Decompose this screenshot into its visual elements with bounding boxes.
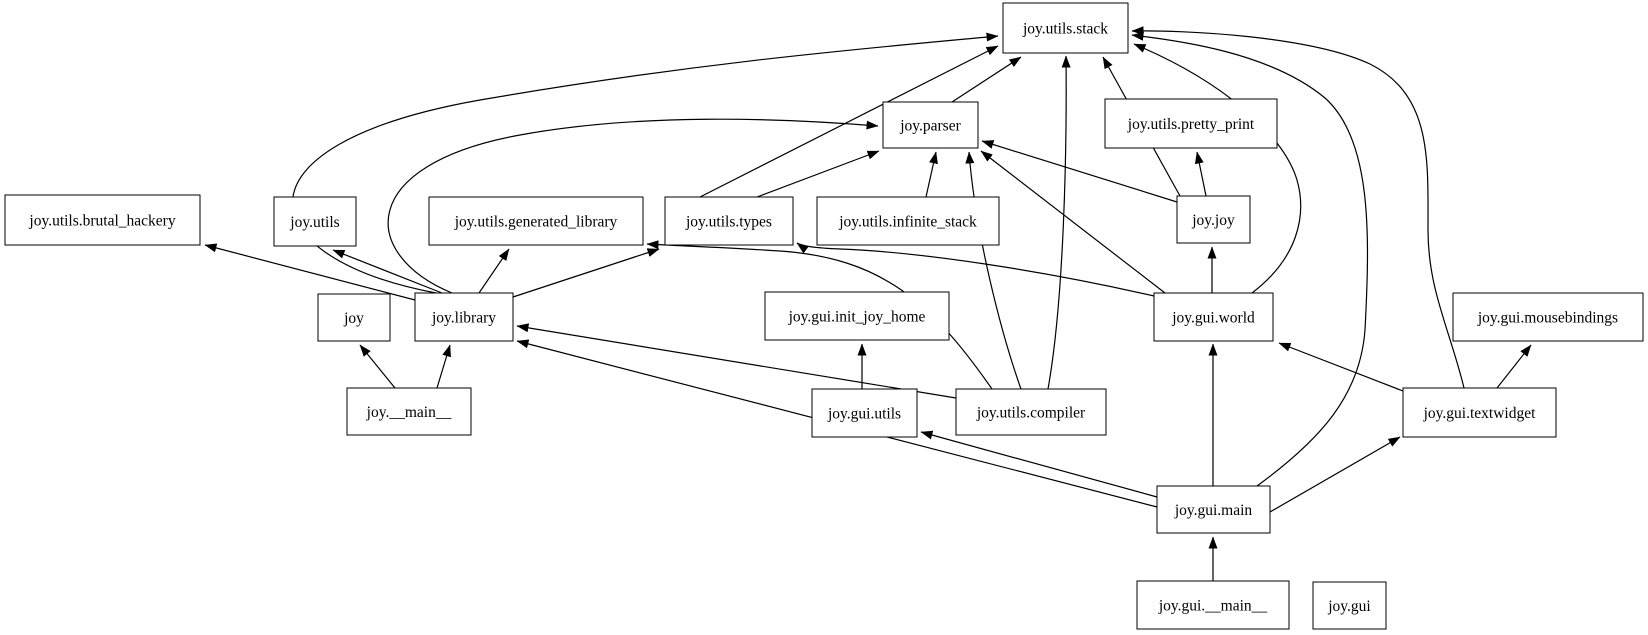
edge-joy-gui-main-to-joy-gui-textwidget <box>1269 436 1401 513</box>
edge-joy-library-to-joy-utils-types <box>512 248 660 298</box>
node-box-joy-gui-world <box>1153 292 1274 342</box>
node-joy-parser: joy.parser <box>882 101 979 149</box>
node-box-joy-utils-types <box>664 196 794 246</box>
node-box-joy-joy <box>1176 195 1251 244</box>
node-box-joy-utils-pretty-print <box>1104 98 1278 149</box>
node-joy-utils: joy.utils <box>273 196 357 247</box>
edge-joy-parser-to-joy-utils-stack <box>951 56 1022 103</box>
node-box-joy-gui <box>1312 581 1387 630</box>
edge-joy-library-to-joy-utils <box>332 249 443 294</box>
node-box-joy-gui-init-joy-home <box>764 291 950 341</box>
node-box-joy-gui-mousebindings <box>1452 292 1644 342</box>
node-label-joy-utils-stack: joy.utils.stack <box>1022 20 1108 37</box>
node-label-joy-joy: joy.joy <box>1191 212 1235 229</box>
node-box-joy-utils-generated-library <box>428 196 644 246</box>
node-label-joy-utils-compiler: joy.utils.compiler <box>976 404 1086 421</box>
edge-joy-utils-compiler-to-joy-utils-stack <box>1047 55 1071 390</box>
node-label-joy-gui-textwidget: joy.gui.textwidget <box>1423 405 1536 422</box>
edge-joy-gui-textwidget-to-joy-gui-world <box>1278 342 1404 392</box>
edge-joy-gui-world-to-joy-utils-types <box>796 242 1155 297</box>
node-box-joy-main <box>346 387 472 436</box>
node-label-joy-utils-pretty-print: joy.utils.pretty_print <box>1127 116 1255 133</box>
node-box-joy-gui-main <box>1156 485 1271 534</box>
node-label-joy-gui-utils: joy.gui.utils <box>827 405 901 422</box>
node-label-joy-utils-generated-library: joy.utils.generated_library <box>454 213 618 230</box>
node-label-joy-gui-world: joy.gui.world <box>1171 309 1255 326</box>
node-joy-gui-utils: joy.gui.utils <box>811 388 918 438</box>
edge-joy-gui-textwidget-to-joy-utils-stack <box>1131 26 1465 389</box>
edge-joy-utils-types-to-joy-parser <box>756 150 880 198</box>
node-joy-gui: joy.gui <box>1312 581 1387 630</box>
node-label-joy-utils-brutal-hackery: joy.utils.brutal_hackery <box>28 212 175 229</box>
node-joy: joy <box>317 293 391 342</box>
node-box-joy-gui-textwidget <box>1402 387 1557 438</box>
edge-joy-main-to-joy-library <box>436 344 451 389</box>
node-label-joy-utils-infinite-stack: joy.utils.infinite_stack <box>838 213 977 230</box>
edge-joy-library-to-joy-utils-brutal-hackery <box>204 243 416 301</box>
node-box-joy-gui-utils <box>811 388 918 438</box>
node-joy-gui-textwidget: joy.gui.textwidget <box>1402 387 1557 438</box>
node-label-joy-utils: joy.utils <box>289 214 339 231</box>
node-joy-library: joy.library <box>414 292 514 342</box>
node-box-joy-gui-main-module <box>1136 580 1290 630</box>
node-label-joy-main: joy.__main__ <box>366 404 452 421</box>
node-label-joy-gui: joy.gui <box>1327 598 1371 615</box>
node-label-joy-gui-main-module: joy.gui.__main__ <box>1158 597 1268 614</box>
node-box-joy-utils-infinite-stack <box>816 196 1000 246</box>
edge-joy-utils-types-to-joy-utils-stack <box>699 45 999 198</box>
edge-joy-gui-world-to-joy-parser <box>980 150 1166 294</box>
node-label-joy-gui-mousebindings: joy.gui.mousebindings <box>1477 309 1618 326</box>
node-label-joy-utils-types: joy.utils.types <box>685 213 772 230</box>
edge-joy-library-to-joy-utils-stack <box>292 32 999 294</box>
node-joy-utils-stack: joy.utils.stack <box>1002 2 1129 54</box>
node-box-joy-parser <box>882 101 979 149</box>
node-box-joy-library <box>414 292 514 342</box>
node-label-joy-parser: joy.parser <box>899 117 961 134</box>
edge-joy-gui-main-to-joy-utils-stack <box>1131 31 1369 487</box>
edge-joy-joy-to-joy-utils-pretty-print <box>1194 151 1207 197</box>
node-joy-joy: joy.joy <box>1176 195 1251 244</box>
edge-joy-library-to-joy-parser <box>387 118 879 294</box>
node-label-joy: joy <box>343 310 364 327</box>
node-box-joy-utils-stack <box>1002 2 1129 54</box>
node-joy-utils-brutal-hackery: joy.utils.brutal_hackery <box>4 194 201 246</box>
node-joy-gui-main-module: joy.gui.__main__ <box>1136 580 1290 630</box>
edge-joy-library-to-joy-utils-generated-library <box>478 248 510 294</box>
node-joy-utils-compiler: joy.utils.compiler <box>955 388 1107 436</box>
node-joy-gui-mousebindings: joy.gui.mousebindings <box>1452 292 1644 342</box>
edge-joy-main-to-joy <box>359 344 396 389</box>
node-box-joy-utils-brutal-hackery <box>4 194 201 246</box>
node-joy-gui-world: joy.gui.world <box>1153 292 1274 342</box>
node-joy-gui-main: joy.gui.main <box>1156 485 1271 534</box>
node-box-joy-utils <box>273 196 357 247</box>
node-box-joy <box>317 293 391 342</box>
edge-joy-gui-main-to-joy-gui-utils <box>920 430 1158 498</box>
edge-joy-utils-compiler-to-joy-library <box>516 323 957 399</box>
node-joy-utils-generated-library: joy.utils.generated_library <box>428 196 644 246</box>
node-label-joy-gui-init-joy-home: joy.gui.init_joy_home <box>788 308 926 325</box>
node-joy-gui-init-joy-home: joy.gui.init_joy_home <box>764 291 950 341</box>
node-label-joy-library: joy.library <box>431 309 496 326</box>
node-joy-utils-infinite-stack: joy.utils.infinite_stack <box>816 196 1000 246</box>
node-label-joy-gui-main: joy.gui.main <box>1174 502 1253 519</box>
node-box-joy-utils-compiler <box>955 388 1107 436</box>
edge-joy-gui-textwidget-to-joy-gui-mousebindings <box>1496 344 1532 389</box>
edge-joy-utils-infinite-stack-to-joy-parser <box>925 151 938 198</box>
edge-joy-gui-world-to-joy-utils-stack <box>1133 43 1302 294</box>
edge-joy-joy-to-joy-parser <box>981 140 1178 203</box>
node-joy-utils-types: joy.utils.types <box>664 196 794 246</box>
edge-joy-utils-compiler-to-joy-parser <box>965 151 1022 390</box>
node-joy-main: joy.__main__ <box>346 387 472 436</box>
node-joy-utils-pretty-print: joy.utils.pretty_print <box>1104 98 1278 149</box>
